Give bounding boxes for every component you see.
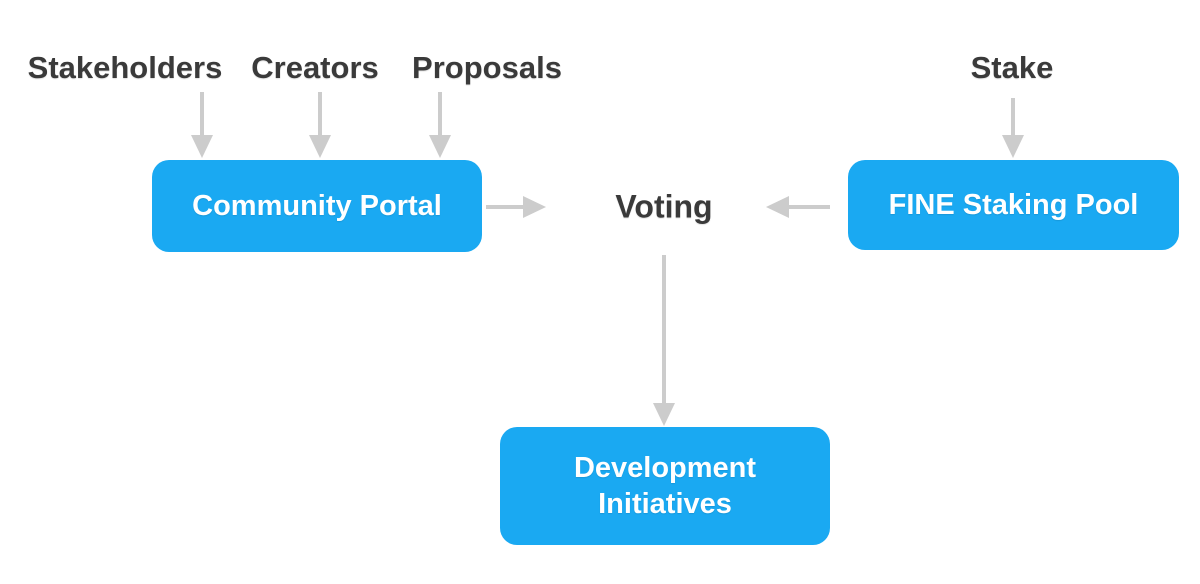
label-creators: Creators bbox=[251, 50, 379, 85]
arrow-proposals-to-community-portal-icon bbox=[429, 92, 451, 158]
arrow-creators-to-community-portal-icon bbox=[309, 92, 331, 158]
arrow-fine-staking-pool-to-voting-icon bbox=[766, 196, 830, 218]
arrow-stake-to-fine-staking-pool-icon bbox=[1002, 98, 1024, 158]
node-voting: Voting bbox=[615, 188, 713, 225]
label-stakeholders: Stakeholders bbox=[27, 50, 223, 85]
arrow-voting-to-development-initiatives-icon bbox=[653, 255, 675, 426]
node-community-portal: Community Portal bbox=[152, 160, 482, 252]
node-development-initiatives: Development Initiatives bbox=[500, 427, 830, 545]
arrow-stakeholders-to-community-portal-icon bbox=[191, 92, 213, 158]
label-stake: Stake bbox=[970, 50, 1054, 85]
node-fine-staking-pool: FINE Staking Pool bbox=[848, 160, 1179, 250]
label-proposals: Proposals bbox=[412, 50, 562, 85]
arrow-community-portal-to-voting-icon bbox=[486, 196, 546, 218]
